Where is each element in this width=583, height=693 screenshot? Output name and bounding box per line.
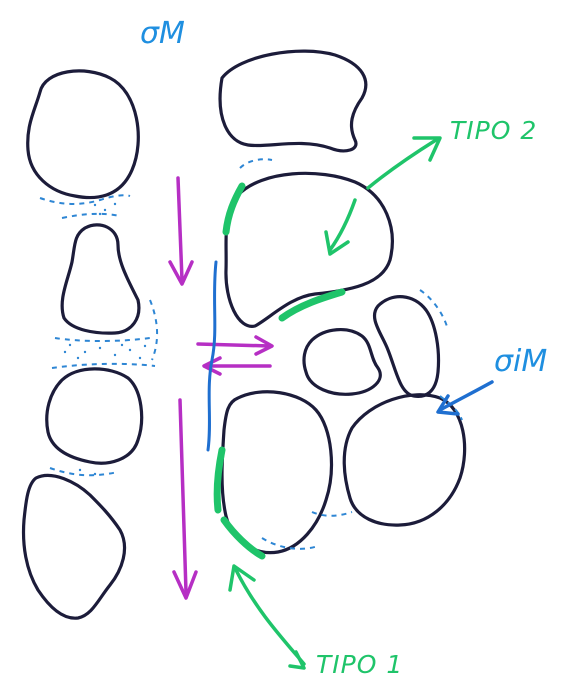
grain-left-third <box>47 369 142 463</box>
grain-left-top <box>28 71 139 198</box>
label-sigma-im: σiM <box>494 344 547 379</box>
grain-left-second <box>62 225 139 333</box>
shear-arrow-bottom <box>174 400 196 598</box>
bond-left-2 <box>55 338 150 341</box>
bond-right-4 <box>312 512 352 516</box>
grain-right-top <box>220 51 366 151</box>
bond-left-2b <box>52 364 155 368</box>
label-tipo2: TIPO 2 <box>450 116 537 145</box>
bond-left-3 <box>50 468 118 475</box>
tipo2-arrow-in <box>326 200 355 254</box>
grain-right-lower-left <box>222 392 331 553</box>
grain-left-bottom <box>24 475 125 618</box>
bond-left-1b <box>62 214 120 218</box>
shear-arrow-top <box>170 178 192 284</box>
contact-tipo2-upper <box>226 186 242 232</box>
bond-right-1 <box>240 159 272 168</box>
label-sigma-m: σM <box>140 16 185 51</box>
contact-tipo1-bottom <box>224 520 262 556</box>
label-tipo1: TIPO 1 <box>316 650 403 679</box>
sigma-im-arrow <box>438 382 492 414</box>
grain-right-mid <box>304 330 380 395</box>
tipo1-arrow <box>230 566 304 668</box>
grain-right-side <box>375 297 439 397</box>
tipo2-arrow-out <box>368 138 440 188</box>
bond-left-side <box>150 300 157 360</box>
lateral-arrows <box>198 337 272 374</box>
interface-line <box>208 262 216 450</box>
